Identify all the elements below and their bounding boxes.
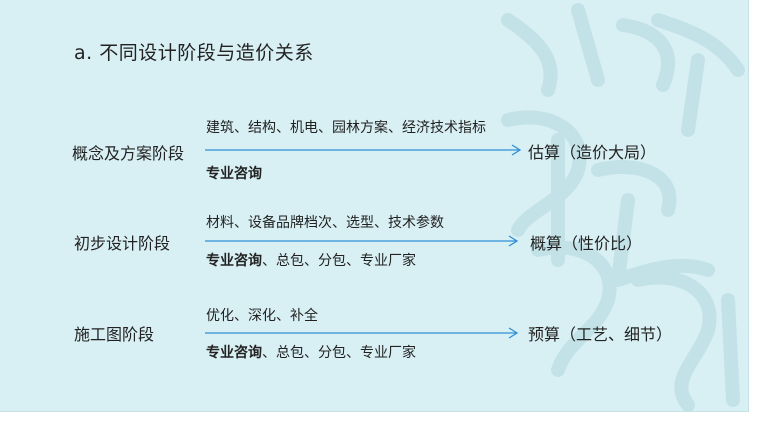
- lower-note-concept: 专业咨询: [206, 163, 262, 183]
- result-label-budget-estimate: 概算（性价比）: [530, 234, 643, 253]
- stage-label-preliminary: 初步设计阶段: [74, 234, 171, 253]
- stage-label-construction: 施工图阶段: [74, 325, 155, 344]
- slide: a. 不同设计阶段与造价关系 概念及方案阶段 建筑、结构、机电、园林方案、经济技…: [0, 0, 749, 412]
- upper-note-concept: 建筑、结构、机电、园林方案、经济技术指标: [206, 120, 486, 136]
- upper-note-construction: 优化、深化、补全: [206, 308, 318, 324]
- slide-title: a. 不同设计阶段与造价关系: [74, 42, 314, 64]
- lower-note-construction: 专业咨询、总包、分包、专业厂家: [206, 342, 416, 362]
- result-label-budget: 预算（工艺、细节）: [528, 325, 673, 344]
- lower-note-bold: 专业咨询: [206, 345, 262, 361]
- calligraphy-watermark: [501, 3, 745, 411]
- lower-note-bold: 专业咨询: [206, 253, 262, 269]
- upper-note-preliminary: 材料、设备品牌档次、选型、技术参数: [206, 215, 444, 231]
- result-label-estimate: 估算（造价大局）: [528, 143, 657, 162]
- arrows-layer: [205, 144, 522, 339]
- lower-note-rest: 、总包、分包、专业厂家: [262, 253, 416, 269]
- lower-note-bold: 专业咨询: [206, 166, 262, 182]
- stage-label-concept: 概念及方案阶段: [72, 144, 185, 163]
- lower-note-rest: 、总包、分包、专业厂家: [262, 345, 416, 361]
- lower-note-preliminary: 专业咨询、总包、分包、专业厂家: [206, 250, 416, 270]
